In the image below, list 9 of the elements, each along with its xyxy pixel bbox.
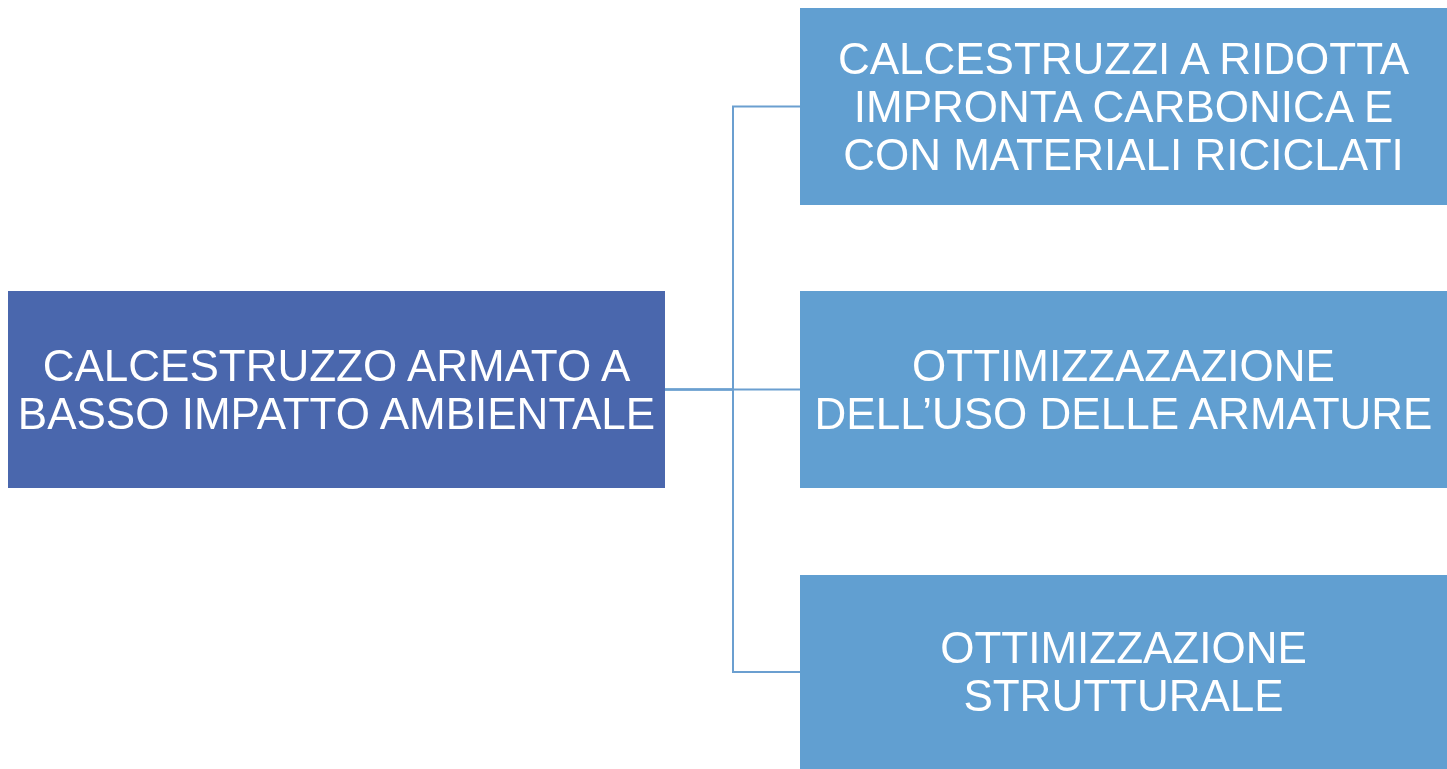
box-text: CALCESTRUZZI A RIDOTTA IMPRONTA CARBONICA E CON MATERIALI RICICLATI [836, 34, 1411, 179]
box-text: CALCESTRUZZO ARMATO A BASSO IMPATTO AMBIENTALE [16, 341, 657, 438]
connector-line [664, 388, 801, 673]
topic-box [800, 291, 1447, 488]
box-text: OTTIMIZZAZIONE STRUTTURALE [939, 624, 1308, 720]
box-text: OTTIMIZZAZAZIONE DELL’USO DELLE ARMATURE [813, 341, 1434, 438]
topic-box [8, 291, 665, 488]
topic-box [800, 8, 1447, 205]
topic-box [800, 575, 1447, 769]
